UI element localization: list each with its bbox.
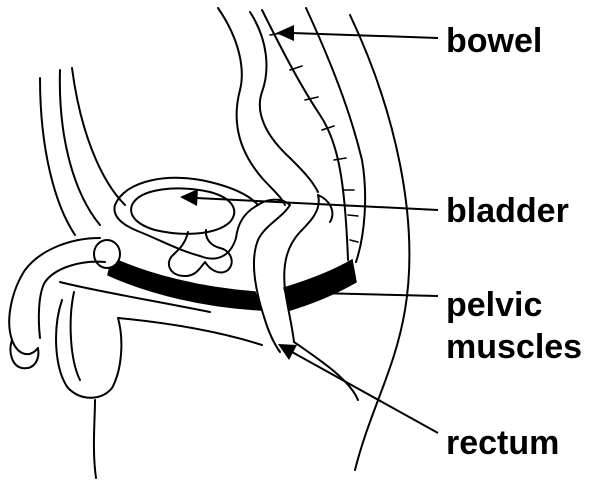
bowel-inner-wall-left [250,12,318,192]
label-muscles: muscles [446,328,582,366]
bowel-right-wall [306,8,365,262]
abdominal-wall-outer [40,78,75,235]
label-bladder: bladder [446,192,569,230]
scrotum [56,300,121,398]
bladder-pointer [180,189,438,210]
bowel-inner-wall-right [262,10,348,260]
abdominal-wall-inner [60,70,100,225]
perineum-contour [118,318,262,345]
gland-blob [94,240,120,268]
rectum-fold [318,195,332,222]
rectum-right-wall [284,195,319,342]
label-bowel: bowel [446,22,542,60]
thigh-contour [94,400,96,478]
penis-upper [9,238,100,354]
bowel-pointer [276,25,438,41]
label-rectum: rectum [446,424,559,462]
bladder-outer [114,178,258,259]
pelvic-muscle-band-left [108,258,262,310]
bladder-neck [169,230,232,276]
rectum-pointer [278,344,438,433]
pelvic-muscle-band-right [284,260,356,310]
peritoneum-line [72,68,125,205]
label-pelvic: pelvic [446,286,542,324]
testis-line [71,292,80,380]
bladder-inner [131,188,234,233]
